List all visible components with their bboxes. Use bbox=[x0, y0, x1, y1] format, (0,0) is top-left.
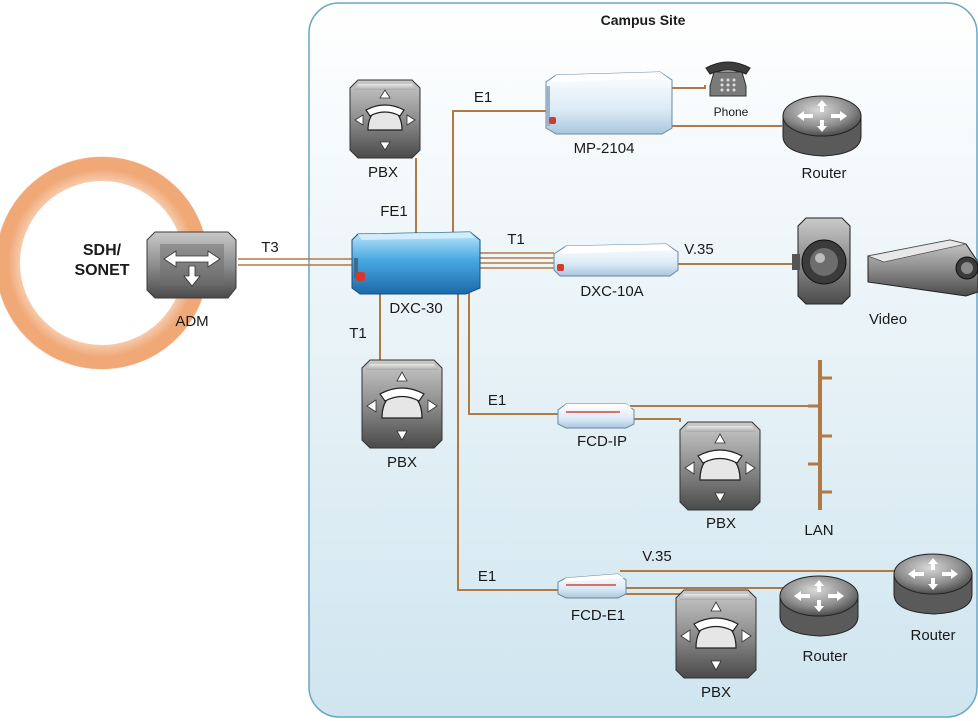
router-far-label: Router bbox=[910, 627, 955, 644]
fcde1-device[interactable] bbox=[557, 573, 627, 599]
link-label-v35-video: V.35 bbox=[684, 241, 713, 258]
link-e1-fcde1 bbox=[457, 292, 560, 591]
link-label-fe1: FE1 bbox=[380, 203, 408, 220]
dxc30-label: DXC-30 bbox=[389, 300, 442, 317]
link-e1-mp2104 bbox=[452, 110, 550, 234]
link-label-t1-dxc10a: T1 bbox=[507, 231, 525, 248]
pbx-top-icon[interactable] bbox=[349, 79, 421, 159]
router-fcde1-label: Router bbox=[802, 648, 847, 665]
pbx-fcde1-icon[interactable] bbox=[675, 589, 757, 679]
link-fcdip-pbx bbox=[622, 418, 681, 422]
pbx-mid-icon[interactable] bbox=[361, 359, 443, 449]
link-e1-fcdip bbox=[468, 292, 560, 415]
projector-icon[interactable] bbox=[866, 239, 978, 297]
campus-site-title: Campus Site bbox=[601, 12, 686, 28]
dxc10a-label: DXC-10A bbox=[580, 283, 643, 300]
pbx-mid-label: PBX bbox=[387, 454, 417, 471]
link-label-e1-fcde1: E1 bbox=[478, 568, 496, 585]
video-label: Video bbox=[869, 311, 907, 328]
phone-label: Phone bbox=[714, 105, 749, 119]
campus-site-panel bbox=[308, 2, 978, 718]
pbx-fcdip-icon[interactable] bbox=[679, 421, 761, 511]
link-mp2104-phone bbox=[665, 85, 706, 89]
ring-label-line1: SDH/ bbox=[83, 242, 122, 259]
lan-bus bbox=[808, 360, 832, 510]
fcde1-label: FCD-E1 bbox=[571, 607, 625, 624]
pbx-fcde1-label: PBX bbox=[701, 684, 731, 701]
pbx-fcdip-label: PBX bbox=[706, 515, 736, 532]
mp2104-label: MP-2104 bbox=[574, 140, 635, 157]
link-label-t1-pbx: T1 bbox=[349, 325, 367, 342]
link-label-t3: T3 bbox=[261, 239, 279, 256]
router-far-icon[interactable] bbox=[893, 553, 973, 615]
link-label-e1-mp2104: E1 bbox=[474, 89, 492, 106]
adm-label: ADM bbox=[175, 313, 208, 330]
link-label-v35-router: V.35 bbox=[642, 548, 671, 565]
fcdip-device[interactable] bbox=[557, 403, 635, 429]
dxc30-device[interactable] bbox=[351, 231, 481, 295]
router-top-icon[interactable] bbox=[782, 95, 862, 157]
dxc10a-device[interactable] bbox=[553, 243, 679, 277]
ring-label-line2: SONET bbox=[74, 262, 129, 279]
adm-icon[interactable] bbox=[146, 231, 237, 299]
camera-icon[interactable] bbox=[792, 217, 851, 305]
pbx-top-label: PBX bbox=[368, 164, 398, 181]
link-t1-dxc10a bbox=[478, 252, 554, 269]
link-label-e1-fcdip: E1 bbox=[488, 392, 506, 409]
fcdip-label: FCD-IP bbox=[577, 433, 627, 450]
router-top-label: Router bbox=[801, 165, 846, 182]
mp2104-device[interactable] bbox=[545, 71, 673, 135]
router-fcde1-icon[interactable] bbox=[779, 575, 859, 637]
link-t3 bbox=[238, 258, 356, 266]
phone-icon[interactable] bbox=[705, 61, 751, 97]
lan-label: LAN bbox=[804, 522, 833, 539]
